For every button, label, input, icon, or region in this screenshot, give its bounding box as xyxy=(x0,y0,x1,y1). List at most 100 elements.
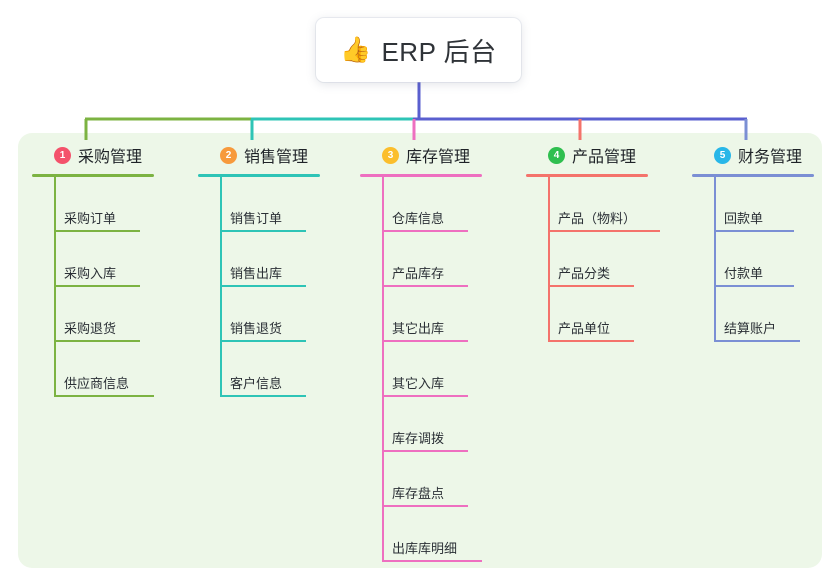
column-4: 4 产品管理产品（物料） 产品分类产品单位 xyxy=(526,142,660,342)
list-item-label: 销售订单 xyxy=(230,211,283,226)
list-item-label: 其它入库 xyxy=(392,376,445,391)
list-item-underline xyxy=(54,285,140,287)
root-node[interactable]: 👍 ERP 后台 xyxy=(316,18,521,82)
list-item-underline xyxy=(382,505,468,507)
column-header-5[interactable]: 5 财务管理 xyxy=(692,142,814,168)
list-item-label: 采购退货 xyxy=(64,321,117,336)
diagram-panel xyxy=(18,133,822,568)
column-header-2[interactable]: 2 销售管理 xyxy=(198,142,320,168)
column-title: 库存管理 xyxy=(406,149,471,166)
column-underline xyxy=(360,174,482,177)
column-items: 仓库信息产品库存其它出库其它入库库存调拨库存盘点出库库明细 xyxy=(360,177,482,562)
root-title: ERP 后台 xyxy=(381,36,497,67)
list-item-label: 结算账户 xyxy=(724,321,777,336)
list-item[interactable]: 采购订单 xyxy=(32,177,154,232)
list-item[interactable]: 库存调拨 xyxy=(360,397,482,452)
list-item[interactable]: 出库库明细 xyxy=(360,507,482,562)
list-item-underline xyxy=(54,340,140,342)
list-item-label: 其它出库 xyxy=(392,321,445,336)
list-item[interactable]: 销售出库 xyxy=(198,232,320,287)
column-badge-icon: 3 xyxy=(382,146,399,164)
column-title: 采购管理 xyxy=(78,149,143,166)
column-header-1[interactable]: 1 采购管理 xyxy=(32,142,154,168)
list-item[interactable]: 仓库信息 xyxy=(360,177,482,232)
list-item[interactable]: 供应商信息 xyxy=(32,342,154,397)
column-header-4[interactable]: 4 产品管理 xyxy=(526,142,648,168)
list-item[interactable]: 产品单位 xyxy=(526,287,648,342)
list-item[interactable]: 产品分类 xyxy=(526,232,648,287)
list-item-label: 付款单 xyxy=(724,266,764,281)
list-item-underline xyxy=(220,230,306,232)
list-item-label: 客户信息 xyxy=(230,376,283,391)
column-underline xyxy=(526,174,648,177)
list-item-underline xyxy=(714,340,800,342)
list-item-underline xyxy=(548,230,660,232)
list-item-label: 仓库信息 xyxy=(392,211,445,226)
list-item[interactable]: 销售订单 xyxy=(198,177,320,232)
list-item-label: 产品（物料） xyxy=(558,211,637,226)
list-item-label: 回款单 xyxy=(724,211,764,226)
column-5: 5 财务管理回款单付款单结算账户 xyxy=(692,142,814,342)
column-2: 2 销售管理销售订单销售出库销售退货客户信息 xyxy=(198,142,320,397)
list-item-label: 销售出库 xyxy=(230,266,283,281)
column-1: 1 采购管理采购订单采购入库采购退货供应商信息 xyxy=(32,142,154,397)
column-underline xyxy=(198,174,320,177)
list-item-underline xyxy=(714,285,794,287)
column-badge-icon: 1 xyxy=(54,146,71,164)
list-item-label: 产品单位 xyxy=(558,321,611,336)
column-underline xyxy=(692,174,814,177)
column-badge-icon: 2 xyxy=(220,146,237,164)
list-item-underline xyxy=(548,340,634,342)
list-item[interactable]: 采购入库 xyxy=(32,232,154,287)
list-item-label: 采购订单 xyxy=(64,211,117,226)
list-item-underline xyxy=(54,230,140,232)
list-item-label: 供应商信息 xyxy=(64,376,130,391)
list-item-label: 出库库明细 xyxy=(392,541,458,556)
list-item-underline xyxy=(220,285,306,287)
list-item-underline xyxy=(220,340,306,342)
list-item[interactable]: 产品（物料） xyxy=(526,177,660,232)
column-title: 财务管理 xyxy=(738,149,803,166)
column-spine xyxy=(714,177,716,342)
list-item-label: 产品分类 xyxy=(558,266,611,281)
list-item-label: 库存盘点 xyxy=(392,486,445,501)
list-item[interactable]: 结算账户 xyxy=(692,287,814,342)
column-header-3[interactable]: 3 库存管理 xyxy=(360,142,482,168)
list-item-label: 采购入库 xyxy=(64,266,117,281)
column-spine xyxy=(548,177,550,342)
column-spine xyxy=(54,177,56,397)
list-item-label: 库存调拨 xyxy=(392,431,445,446)
list-item[interactable]: 产品库存 xyxy=(360,232,482,287)
column-3: 3 库存管理仓库信息产品库存其它出库其它入库库存调拨库存盘点出库库明细 xyxy=(360,142,482,562)
list-item-underline xyxy=(382,560,482,562)
column-spine xyxy=(220,177,222,397)
list-item-underline xyxy=(382,230,468,232)
column-items: 回款单付款单结算账户 xyxy=(692,177,814,342)
list-item-label: 销售退货 xyxy=(230,321,283,336)
list-item[interactable]: 其它入库 xyxy=(360,342,482,397)
list-item-underline xyxy=(54,395,154,397)
column-spine xyxy=(382,177,384,562)
column-badge-icon: 5 xyxy=(714,146,731,164)
column-items: 销售订单销售出库销售退货客户信息 xyxy=(198,177,320,397)
column-badge-icon: 4 xyxy=(548,146,565,164)
list-item-underline xyxy=(714,230,794,232)
column-title: 产品管理 xyxy=(572,149,637,166)
list-item[interactable]: 采购退货 xyxy=(32,287,154,342)
list-item[interactable]: 销售退货 xyxy=(198,287,320,342)
list-item[interactable]: 回款单 xyxy=(692,177,814,232)
list-item[interactable]: 客户信息 xyxy=(198,342,320,397)
list-item-underline xyxy=(220,395,306,397)
list-item[interactable]: 付款单 xyxy=(692,232,814,287)
column-title: 销售管理 xyxy=(244,149,309,166)
list-item[interactable]: 其它出库 xyxy=(360,287,482,342)
column-items: 采购订单采购入库采购退货供应商信息 xyxy=(32,177,154,397)
list-item-underline xyxy=(548,285,634,287)
list-item[interactable]: 库存盘点 xyxy=(360,452,482,507)
list-item-label: 产品库存 xyxy=(392,266,445,281)
list-item-underline xyxy=(382,450,468,452)
list-item-underline xyxy=(382,285,468,287)
thumbs-up-icon: 👍 xyxy=(340,35,372,64)
column-items: 产品（物料） 产品分类产品单位 xyxy=(526,177,660,342)
